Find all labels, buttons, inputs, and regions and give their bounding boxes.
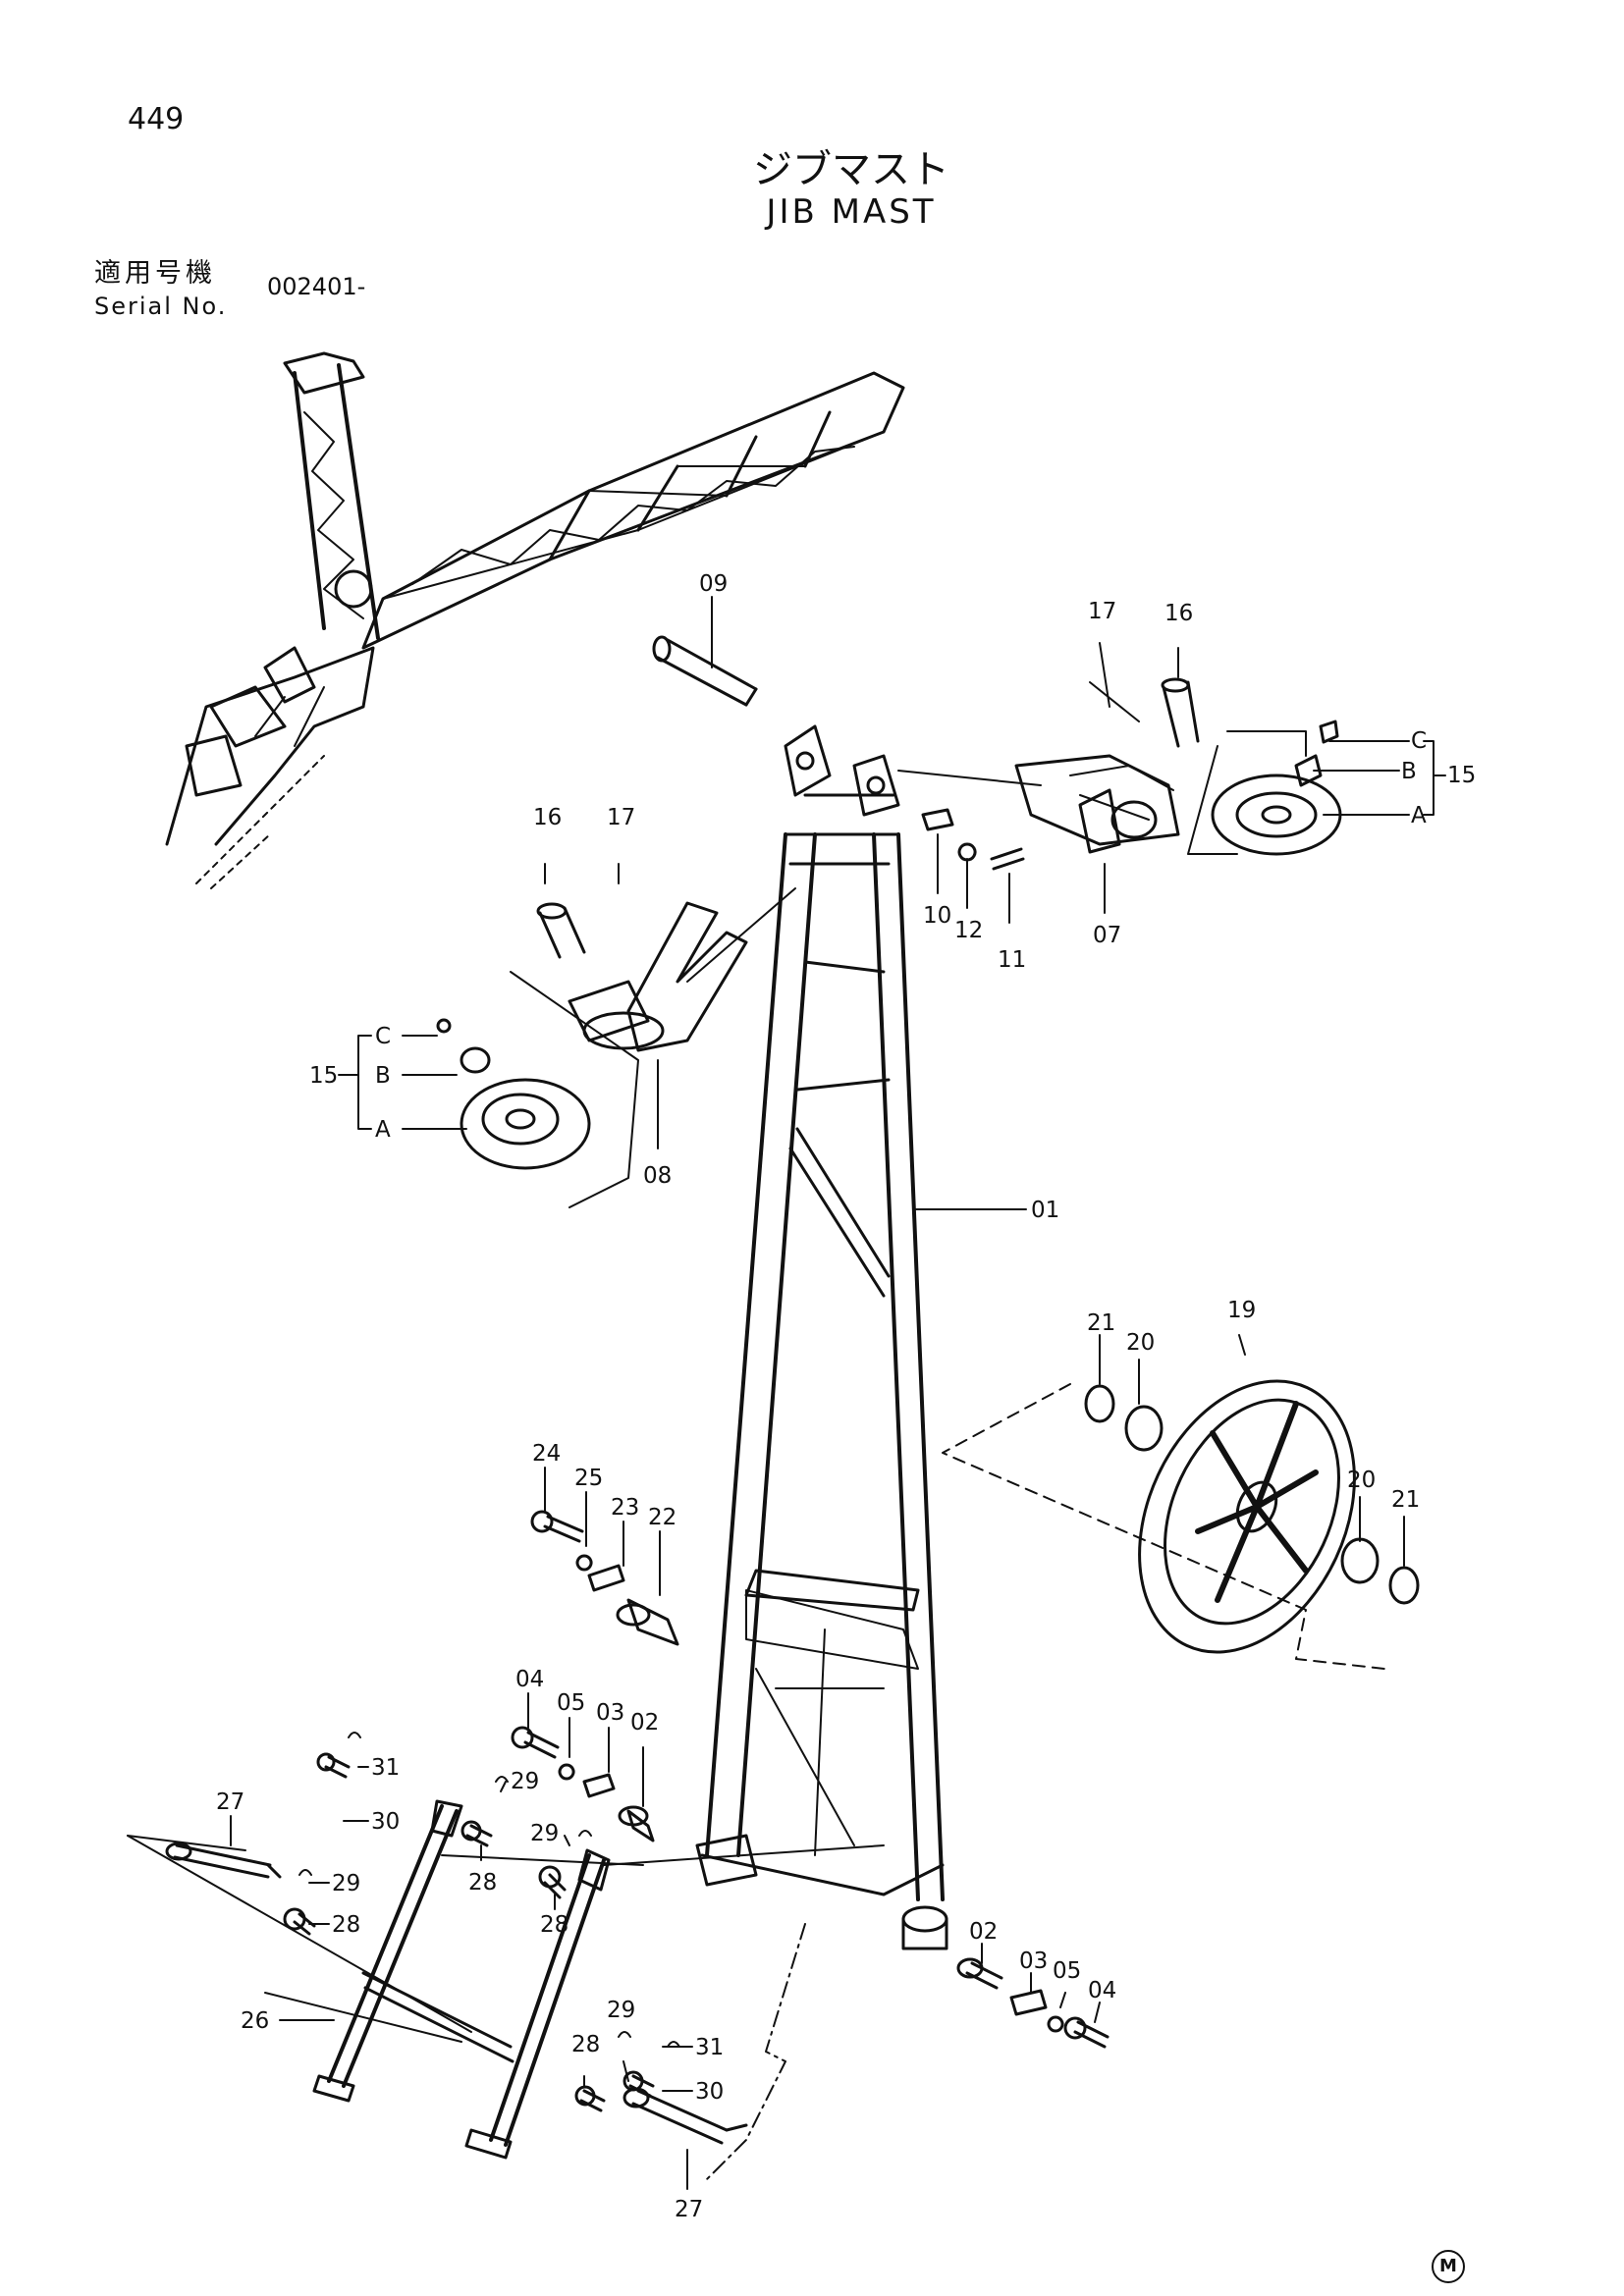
strut-rod-27-lower <box>623 2087 748 2145</box>
label-10: 10 <box>923 903 951 929</box>
label-21-left: 21 <box>1087 1310 1115 1336</box>
sheave-19 <box>1138 1379 1356 1654</box>
label-02-right: 02 <box>969 1919 998 1945</box>
label-04-left: 04 <box>515 1667 544 1692</box>
label-31-upper: 31 <box>371 1755 400 1781</box>
crane-overview-illustration <box>165 351 905 889</box>
sheave-bracket-08 <box>568 887 796 1052</box>
connection-line-lower <box>706 1923 806 2180</box>
label-05-left: 05 <box>557 1690 585 1716</box>
label-05-right: 05 <box>1053 1958 1081 1984</box>
title-japanese: ジブマスト <box>753 147 949 192</box>
label-28-center: 28 <box>540 1912 568 1938</box>
label-15-lower-a: A <box>375 1117 391 1143</box>
label-28-upper-left: 28 <box>332 1912 360 1938</box>
label-27-upper: 27 <box>216 1789 244 1815</box>
label-29-lower: 29 <box>607 1998 635 2023</box>
sheave-bracket-07 <box>1014 754 1180 854</box>
label-25: 25 <box>574 1466 603 1491</box>
label-15-upper-c: C <box>1411 728 1427 754</box>
label-11: 11 <box>998 947 1026 973</box>
pin-16-lower <box>536 902 586 959</box>
mast-frame-01 <box>695 724 1042 1950</box>
label-26: 26 <box>241 2008 269 2034</box>
serial-label-japanese: 適用号機 <box>94 258 216 289</box>
label-30-lower: 30 <box>695 2079 724 2105</box>
label-07: 07 <box>1093 923 1121 948</box>
strut-26 <box>127 1799 611 2160</box>
label-15-upper: 15 <box>1447 763 1476 788</box>
label-20-left: 20 <box>1126 1330 1155 1356</box>
label-29-center: 29 <box>530 1821 559 1846</box>
label-17-upper: 17 <box>1088 599 1116 624</box>
strut-rod-27-upper <box>165 1842 282 1879</box>
label-27-lower: 27 <box>675 2197 703 2222</box>
label-28-lower: 28 <box>571 2032 600 2057</box>
pin-16-upper <box>1089 677 1200 748</box>
serial-label-english: Serial No. <box>94 293 228 320</box>
label-15-lower-c: C <box>375 1024 391 1049</box>
label-02-left: 02 <box>630 1710 659 1735</box>
label-15-upper-b: B <box>1401 759 1417 784</box>
fasteners-22-25 <box>530 1510 679 1646</box>
pin-09 <box>652 635 758 707</box>
label-29-upper-left: 29 <box>332 1871 360 1896</box>
sheave-set-15-lower <box>436 971 639 1208</box>
label-08: 08 <box>643 1163 672 1189</box>
label-15-upper-a: A <box>1411 803 1427 828</box>
label-22: 22 <box>648 1505 677 1530</box>
label-24: 24 <box>532 1441 561 1467</box>
label-15-lower-b: B <box>375 1063 391 1089</box>
fasteners-02-05-left <box>511 1726 655 1842</box>
label-31-lower: 31 <box>695 2035 724 2060</box>
label-30-upper: 30 <box>371 1809 400 1835</box>
leader-lines <box>230 596 1446 2190</box>
label-21-right: 21 <box>1391 1487 1420 1513</box>
label-28-upper-center: 28 <box>468 1870 497 1896</box>
label-03-right: 03 <box>1019 1949 1048 1974</box>
label-23: 23 <box>611 1495 639 1521</box>
label-16-lower: 16 <box>533 805 562 830</box>
label-12: 12 <box>954 918 983 943</box>
label-09: 09 <box>699 571 728 597</box>
label-04-right: 04 <box>1088 1978 1116 2003</box>
title-english: JIB MAST <box>766 192 937 232</box>
manual-mark-icon: M <box>1432 2250 1465 2283</box>
label-01: 01 <box>1031 1198 1059 1223</box>
label-29-upper-right: 29 <box>511 1769 539 1794</box>
label-19: 19 <box>1227 1298 1256 1323</box>
label-15-lower: 15 <box>309 1063 338 1089</box>
label-16-upper: 16 <box>1164 601 1193 626</box>
label-03-left: 03 <box>596 1700 624 1726</box>
page-number: 449 <box>128 102 185 136</box>
label-17-lower: 17 <box>607 805 635 830</box>
connection-line-upper <box>603 1844 885 1866</box>
part-labels: 09 17 16 C B 15 A 10 12 11 07 16 17 C B … <box>216 571 1476 2222</box>
serial-number-value: 002401- <box>267 273 366 300</box>
sheave-set-15-upper <box>1187 720 1342 856</box>
label-20-right: 20 <box>1347 1468 1376 1493</box>
